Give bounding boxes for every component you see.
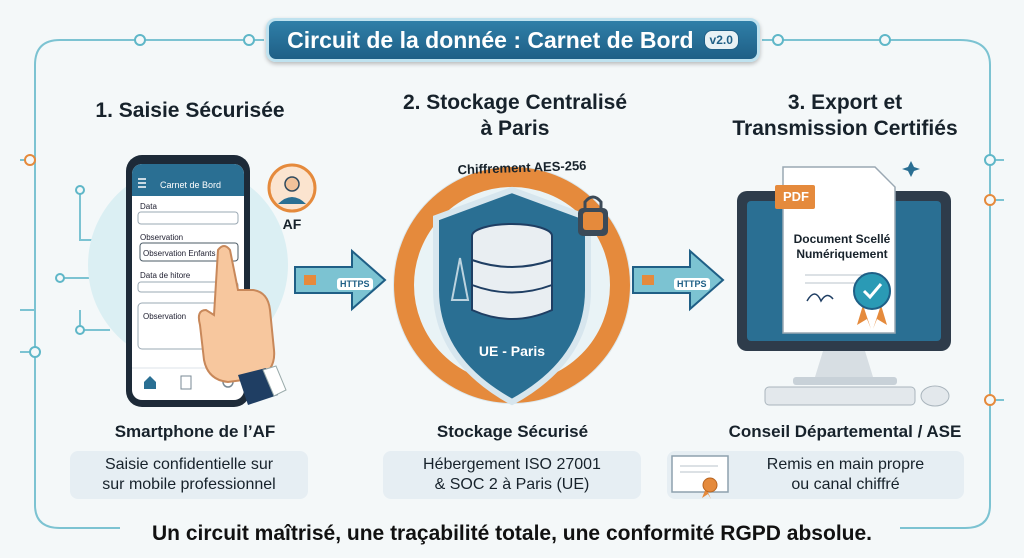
- shield-illustration: [393, 166, 631, 406]
- computer-illustration: [737, 161, 951, 407]
- lock-icon: [642, 275, 654, 285]
- step3-heading-line2: Transmission Certifiés: [732, 117, 958, 140]
- certificate-icon: [671, 455, 729, 499]
- padlock-icon: [578, 195, 608, 236]
- step1-description-line1: Saisie confidentielle sur: [104, 456, 274, 473]
- page-title: Circuit de la donnée : Carnet de Bord: [287, 26, 694, 53]
- phone-field2-input[interactable]: Observation Enfants: [143, 249, 216, 258]
- phone-field1-label: Data: [140, 202, 157, 211]
- avatar: [267, 163, 317, 213]
- keyboard: [764, 386, 916, 406]
- step2-heading-line2: à Paris: [480, 117, 550, 140]
- step3-heading: 3. Export et Transmission Certifiés: [700, 90, 990, 142]
- step1-heading: 1. Saisie Sécurisée: [95, 99, 285, 122]
- document-title-line2: Numériquement: [796, 247, 888, 261]
- https-label-right: HTTPS: [674, 278, 710, 290]
- smartphone-illustration: [88, 155, 288, 407]
- phone-field4-label: Observation: [143, 312, 187, 321]
- phone-app-title: Carnet de Bord: [160, 180, 222, 190]
- document-icon: [180, 375, 192, 390]
- step2-description: Hébergement ISO 27001 & SOC 2 à Paris (U…: [383, 451, 641, 499]
- signature: [806, 293, 834, 303]
- phone-field2-label: Observation: [140, 233, 184, 242]
- document-title: Document Scellé Numériquement: [783, 232, 901, 262]
- sparkle-icon: [902, 161, 920, 177]
- title-banner: Circuit de la donnée : Carnet de Bord v2…: [266, 18, 760, 62]
- footer-tagline: Un circuit maîtrisé, une traçabilité tot…: [152, 522, 872, 545]
- mouse: [920, 385, 950, 407]
- step2-description-line1: Hébergement ISO 27001: [423, 456, 601, 473]
- phone-field3-label: Data de hitore: [140, 271, 191, 280]
- eiffel-tower-icon: [450, 257, 470, 301]
- home-icon: [144, 376, 156, 389]
- step1-description: Saisie confidentielle sur sur mobile pro…: [70, 451, 308, 499]
- database-icon: [471, 223, 553, 320]
- step2-description-line2: & SOC 2 à Paris (UE): [434, 476, 590, 493]
- step3-caption: Conseil Départemental / ASE: [728, 422, 962, 441]
- step1-description-line2: sur mobile professionnel: [102, 476, 276, 493]
- step2-caption: Stockage Sécurisé: [436, 422, 589, 441]
- pdf-tag: [775, 185, 815, 209]
- step1-caption: Smartphone de l’AF: [114, 422, 276, 441]
- document-title-line1: Document Scellé: [793, 232, 891, 246]
- avatar-label: AF: [282, 216, 302, 232]
- https-label-left: HTTPS: [337, 278, 373, 290]
- step2-heading: 2. Stockage Centralisé à Paris: [375, 90, 655, 142]
- lock-icon: [304, 275, 316, 285]
- certified-seal-icon: [853, 272, 891, 329]
- menu-icon: [138, 178, 146, 188]
- step3-description-line1: Remis en main propre: [766, 456, 925, 473]
- pdf-label: PDF: [783, 189, 809, 204]
- pointing-hand: [197, 245, 287, 405]
- shield-location-label: UE - Paris: [478, 343, 546, 359]
- step3-description-line2: ou canal chiffré: [791, 476, 900, 493]
- step3-heading-line1: 3. Export et: [787, 91, 903, 114]
- step2-heading-line1: 2. Stockage Centralisé: [402, 91, 628, 114]
- version-badge: v2.0: [703, 30, 739, 50]
